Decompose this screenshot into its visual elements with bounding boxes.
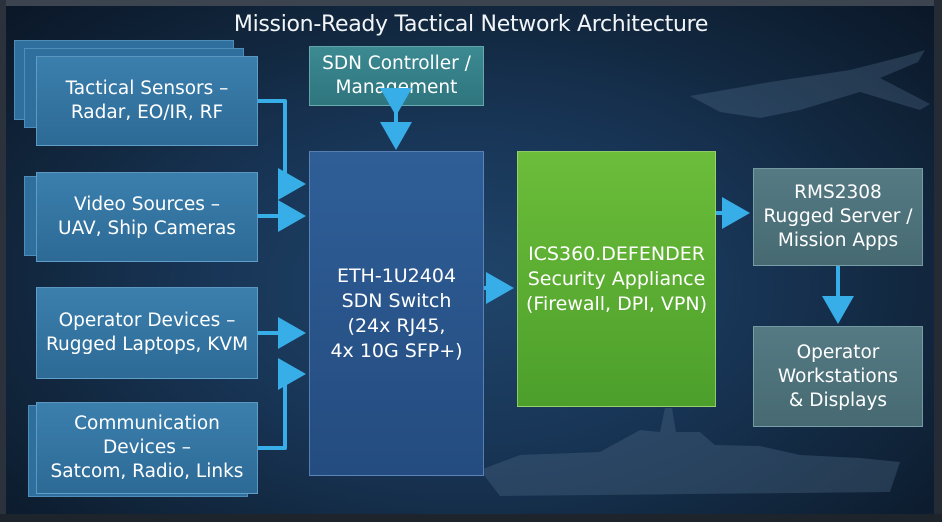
tactical-sensors-box: Tactical Sensors – Radar, EO/IR, RF — [36, 56, 258, 146]
sdn-switch-box: ETH-1U2404 SDN Switch (24x RJ45, 4x 10G … — [309, 151, 484, 476]
frame-right — [934, 0, 942, 522]
sdn-controller-label: SDN Controller / Management — [322, 53, 471, 98]
frame-left — [0, 0, 6, 522]
security-appliance-label: ICS360.DEFENDER Security Appliance (Fire… — [526, 242, 707, 315]
frame-top — [0, 0, 942, 6]
sensors-to-switch-connector — [258, 99, 306, 200]
tactical-sensors-label: Tactical Sensors – Radar, EO/IR, RF — [65, 78, 229, 123]
operator-devices-box: Operator Devices – Rugged Laptops, KVM — [36, 287, 258, 379]
diagram-title: Mission-Ready Tactical Network Architect… — [233, 12, 709, 37]
comms-to-switch-connector — [258, 358, 306, 450]
communication-devices-box: Communication Devices – Satcom, Radio, L… — [36, 402, 258, 494]
sdn-controller-box: SDN Controller / Management — [309, 46, 484, 106]
video-sources-box: Video Sources – UAV, Ship Cameras — [36, 172, 258, 262]
communication-devices-label: Communication Devices – Satcom, Radio, L… — [50, 413, 244, 482]
sdn-switch-label: ETH-1U2404 SDN Switch (24x RJ45, 4x 10G … — [330, 264, 463, 362]
drone-silhouette — [690, 50, 930, 118]
operator-devices-label: Operator Devices – Rugged Laptops, KVM — [45, 310, 249, 355]
video-sources-label: Video Sources – UAV, Ship Cameras — [58, 194, 236, 239]
security-appliance-box: ICS360.DEFENDER Security Appliance (Fire… — [517, 151, 716, 407]
frame-bottom — [0, 514, 942, 522]
rugged-server-box: RMS2308 Rugged Server / Mission Apps — [753, 168, 923, 266]
operator-workstations-box: Operator Workstations & Displays — [753, 326, 923, 427]
ship-silhouette — [480, 408, 900, 496]
rugged-server-label: RMS2308 Rugged Server / Mission Apps — [763, 182, 913, 251]
operator-workstations-label: Operator Workstations & Displays — [777, 341, 899, 411]
